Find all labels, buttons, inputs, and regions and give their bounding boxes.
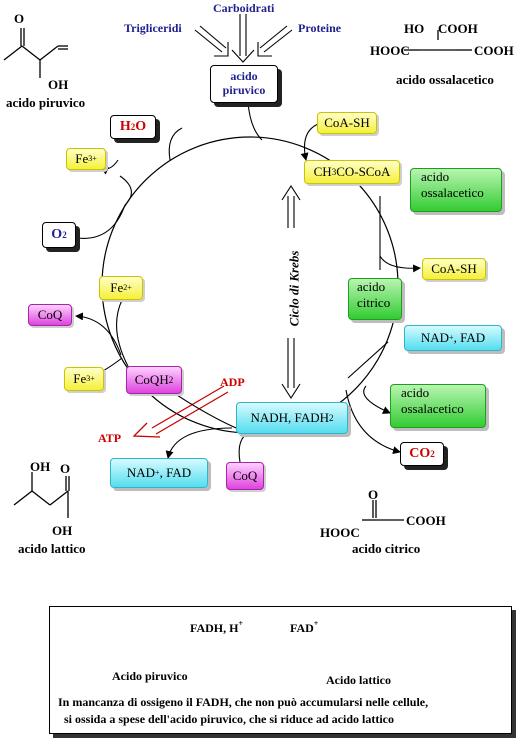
pyruvic-o-label: O bbox=[14, 11, 25, 26]
pyruvic-acid-box: acido piruvico bbox=[210, 65, 278, 103]
lactic-skeleton bbox=[13, 472, 70, 518]
oxaloacetic-acid-box: acido ossalacetico bbox=[410, 168, 502, 212]
input-proteins: Proteine bbox=[298, 21, 342, 35]
note-text-line1: In mancanza di ossigeno il FADH, che non… bbox=[58, 695, 429, 709]
nad-right-base: NAD bbox=[420, 330, 450, 345]
coa-sh-right-box: CoA-SH bbox=[422, 258, 486, 280]
coq-bottom-box: CoQ bbox=[226, 462, 264, 490]
fe2-base: Fe bbox=[110, 280, 124, 295]
note-text-line2: si ossida a spese dell'acido piruvico, c… bbox=[64, 712, 395, 726]
coa-sh-top-box: CoA-SH bbox=[317, 112, 377, 134]
adp-label: ADP bbox=[220, 375, 245, 389]
nad-fad-bottom-box: NAD+, FAD bbox=[110, 458, 208, 488]
citric-acid-box: acido citrico bbox=[348, 278, 402, 320]
oxaloacetic-structure-name: acido ossalacetico bbox=[396, 72, 494, 87]
fe3-bottom-base: Fe bbox=[73, 371, 87, 386]
oxaloacetic-cooh-top: COOH bbox=[438, 21, 478, 36]
oxaloacetic-box-line1: acido bbox=[421, 169, 450, 184]
lactic-oh-top: OH bbox=[30, 459, 51, 474]
o2-base: O bbox=[51, 227, 63, 242]
note-fadh-sup: + bbox=[238, 619, 244, 628]
fe3-top-base: Fe bbox=[75, 151, 89, 166]
adp-atp-arrow bbox=[132, 385, 229, 438]
note-fad-text: FAD bbox=[290, 621, 314, 635]
oxaloacetic-ho-label: HO bbox=[404, 21, 425, 36]
note-box bbox=[49, 606, 512, 734]
pyruvic-box-line2: piruvico bbox=[222, 83, 266, 97]
pyruvic-skeleton bbox=[3, 28, 68, 78]
atp-label: ATP bbox=[98, 431, 122, 445]
acetyl-coa-a: CH bbox=[313, 164, 332, 179]
note-lactic-label: Acido lattico bbox=[326, 673, 391, 687]
lactic-o-label: O bbox=[60, 461, 71, 476]
input-carbohydrates: Carboidrati bbox=[213, 1, 275, 15]
citric-structure-name: acido citrico bbox=[352, 541, 421, 556]
input-arrows bbox=[194, 14, 293, 63]
oxaloacetic-cooh-right: COOH bbox=[474, 43, 514, 58]
oxaloacetic-box2-line1: acido bbox=[401, 385, 430, 400]
citric-cooh-label: COOH bbox=[406, 513, 446, 528]
h2o-base: H bbox=[119, 119, 131, 134]
pyruvic-oh-label: OH bbox=[48, 77, 69, 92]
citric-box-line2: citrico bbox=[357, 295, 391, 311]
nad-bottom-base: NAD bbox=[126, 465, 156, 480]
oxaloacetic-box-line2: ossalacetico bbox=[421, 185, 484, 201]
note-fadh-label: FADH, H+ bbox=[190, 619, 244, 635]
oxaloacetic-acid-box-2: acido ossalacetico bbox=[390, 384, 486, 428]
nad-right-rest: , FAD bbox=[453, 330, 486, 345]
nadh-fadh2-base: NADH, FADH bbox=[250, 410, 329, 425]
h2o-rest: O bbox=[135, 119, 147, 134]
oxaloacetic-box2-line2: ossalacetico bbox=[401, 401, 464, 417]
acetyl-coa-c: CO-SCoA bbox=[336, 164, 391, 179]
oxaloacetic-skeleton bbox=[404, 30, 472, 51]
nad-bottom-rest: , FAD bbox=[159, 465, 192, 480]
input-triglycerides: Trigliceridi bbox=[124, 21, 182, 35]
citric-o-label: O bbox=[368, 487, 379, 502]
nad-fad-right-box: NAD+, FAD bbox=[404, 325, 502, 351]
central-double-arrows bbox=[281, 184, 301, 400]
note-fadh-text: FADH, H bbox=[190, 621, 239, 635]
oxaloacetic-hooc-label: HOOC bbox=[370, 43, 410, 58]
citric-box-line1: acido bbox=[357, 279, 386, 294]
lactic-oh-bottom: OH bbox=[52, 523, 73, 538]
coqh2-base: CoQH bbox=[134, 372, 169, 387]
pyruvic-structure-name: acido piruvico bbox=[6, 95, 86, 110]
coq-left-box: CoQ bbox=[28, 304, 72, 326]
krebs-cycle-label: Ciclo di Krebs bbox=[286, 250, 302, 327]
citric-hooc-label: HOOC bbox=[320, 525, 360, 540]
pyruvic-box-line1: acido bbox=[230, 69, 258, 84]
lactic-structure-name: acido lattico bbox=[18, 541, 86, 556]
note-pyruvic-label: Acido piruvico bbox=[112, 669, 188, 683]
note-fad-sup: + bbox=[313, 619, 319, 628]
note-fad-label: FAD+ bbox=[290, 619, 319, 635]
citric-skeleton bbox=[362, 500, 404, 521]
co2-base: CO bbox=[409, 446, 431, 461]
